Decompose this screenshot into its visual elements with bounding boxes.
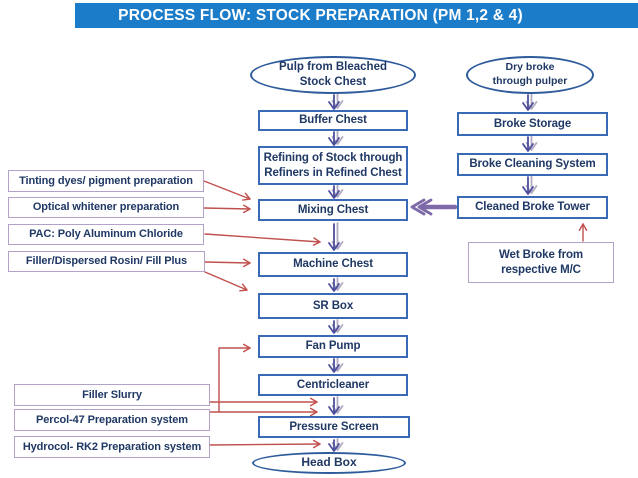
node-centricleaner: Centricleaner (258, 374, 408, 396)
edge-branch-to-fanpump (218, 343, 251, 413)
node-optical-whitener: Optical whitener preparation (8, 197, 204, 218)
edge-filler-to-machine (204, 258, 251, 268)
edge-centricleaner-to-pressure (328, 396, 344, 415)
node-hydrocol-rk2: Hydrocol- RK2 Preparation system (14, 436, 210, 458)
node-refining: Refining of Stock through Refiners in Re… (258, 146, 408, 185)
edge-buffer-to-refining (328, 130, 344, 146)
edge-optical-to-mixing (203, 204, 251, 214)
node-cleaned-broke-tower: Cleaned Broke Tower (457, 196, 608, 219)
terminator-pulp-source: Pulp from Bleached Stock Chest (250, 56, 416, 94)
terminator-head-box: Head Box (252, 452, 406, 474)
node-pac: PAC: Poly Aluminum Chloride (8, 224, 204, 245)
terminator-dry-broke: Dry broke through pulper (466, 56, 594, 94)
node-broke-storage: Broke Storage (457, 112, 608, 136)
edge-cleaning-to-tower (522, 175, 538, 195)
node-filler-slurry: Filler Slurry (14, 384, 210, 406)
page-title: PROCESS FLOW: STOCK PREPARATION (PM 1,2 … (118, 6, 523, 24)
edge-filler-to-srbox (204, 271, 248, 292)
edge-pressure-to-headbox (328, 438, 344, 452)
edge-fan-to-centricleaner (328, 357, 344, 373)
edge-pac-to-machine-junction (204, 233, 321, 246)
node-buffer-chest: Buffer Chest (258, 110, 408, 131)
edge-mixing-to-machine (328, 222, 344, 251)
edge-pulp-to-buffer (328, 93, 344, 110)
title-banner: PROCESS FLOW: STOCK PREPARATION (PM 1,2 … (75, 3, 638, 28)
edge-tinting-to-mixing (203, 180, 251, 201)
node-tinting-dyes: Tinting dyes/ pigment preparation (8, 170, 204, 192)
edge-drybroke-to-storage (522, 93, 538, 111)
node-fan-pump: Fan Pump (258, 335, 408, 358)
node-filler-dispersed-rosin: Filler/Dispersed Rosin/ Fill Plus (8, 251, 205, 272)
edge-refining-to-mixing (328, 184, 344, 199)
edge-tower-to-mixing (410, 198, 458, 216)
edge-storage-to-cleaning (522, 135, 538, 152)
node-percol-47: Percol-47 Preparation system (14, 409, 210, 431)
edge-hydrocol-to-headbox-junction (209, 439, 321, 449)
node-wet-broke: Wet Broke from respective M/C (468, 242, 614, 283)
edge-sr-to-fan (328, 319, 344, 334)
node-machine-chest: Machine Chest (258, 252, 408, 277)
node-sr-box: SR Box (258, 293, 408, 319)
node-pressure-screen: Pressure Screen (258, 416, 410, 438)
node-mixing-chest: Mixing Chest (258, 199, 408, 221)
edge-machine-to-sr (328, 277, 344, 292)
node-broke-cleaning-system: Broke Cleaning System (457, 153, 608, 176)
